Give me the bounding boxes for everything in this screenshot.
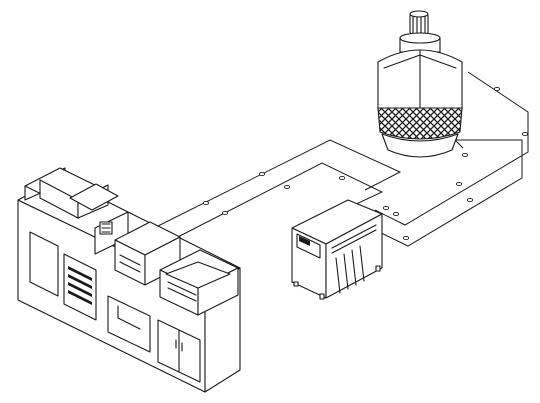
pipe-tower-return — [374, 139, 523, 247]
machine-doors — [107, 295, 201, 383]
pipe-machine-supply — [149, 139, 402, 231]
machine-vents — [29, 231, 97, 321]
pipe-joints — [202, 86, 529, 241]
pipe-machine-return — [171, 162, 384, 241]
pipe-tower-supply — [374, 71, 529, 226]
pipe-network — [149, 71, 529, 247]
cooling-tower-icon — [377, 10, 463, 158]
mold-temperature-controller-icon — [291, 199, 383, 300]
injection-molding-machine-icon — [17, 167, 241, 393]
